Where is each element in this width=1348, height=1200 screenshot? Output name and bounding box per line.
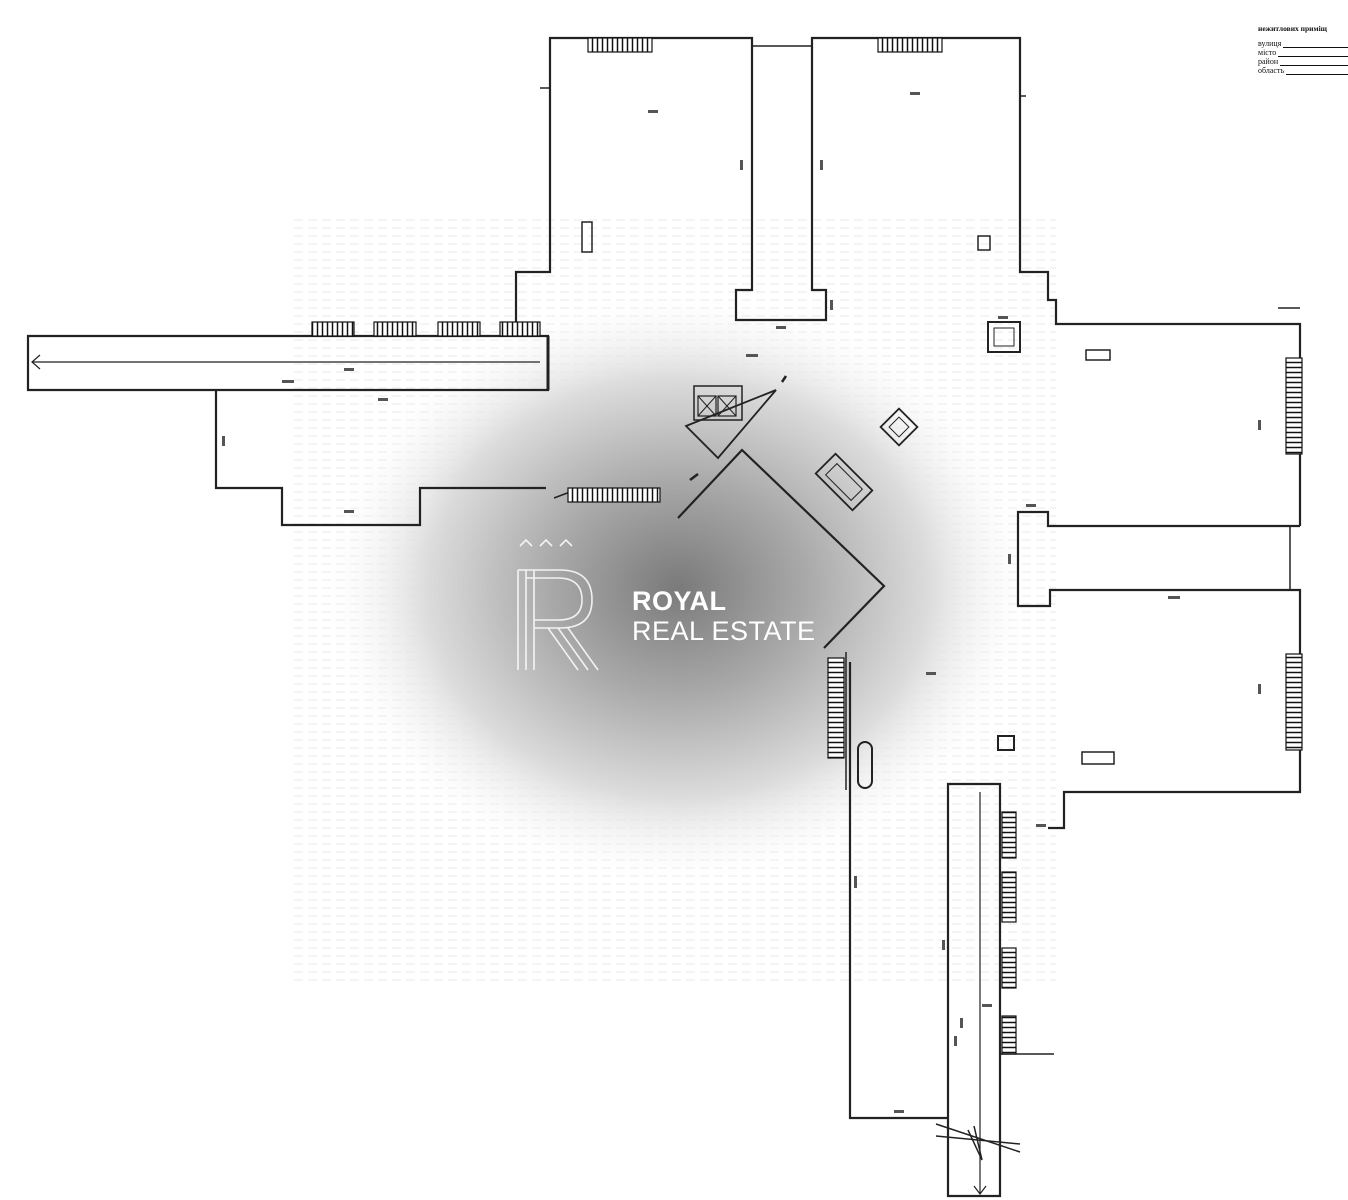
diagonal-wall [677, 448, 886, 649]
legend-title: нежитлових приміщ [1258, 24, 1328, 33]
brand-line1: ROYAL [632, 586, 727, 616]
walls [26, 36, 1302, 1198]
brand-line2: REAL ESTATE [632, 616, 816, 646]
corridor-arrow [31, 354, 540, 370]
windows [311, 37, 1303, 1055]
legend-row-city: місто [1258, 48, 1348, 57]
brand-logo [517, 538, 599, 671]
dimension-marks [222, 92, 1261, 1113]
right-upper-room-wall [1016, 510, 1302, 830]
legend: нежитлових приміщ вулиця місто район обл… [1258, 24, 1348, 75]
watermark-shade [318, 288, 1038, 888]
brand-watermark: ROYAL REAL ESTATE [632, 586, 816, 646]
legend-row-street: вулиця [1258, 39, 1348, 48]
bottom-corridor-wall [946, 782, 1002, 1198]
left-room-wall [214, 390, 546, 527]
top-left-room-wall [514, 36, 1302, 526]
legend-row-region: область [1258, 66, 1348, 75]
legend-row-district: район [1258, 57, 1348, 66]
triangle-hall [684, 389, 777, 460]
